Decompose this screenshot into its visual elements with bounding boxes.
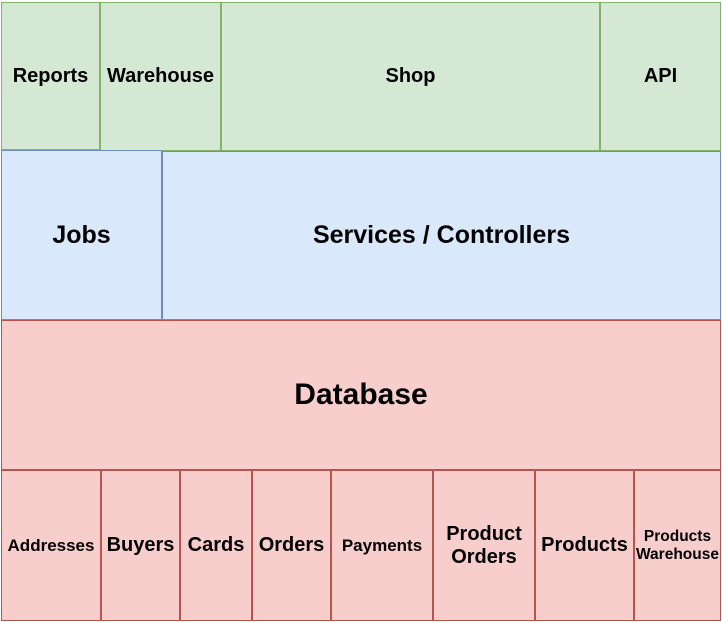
shape-table-orders: Orders	[252, 470, 331, 621]
shape-table-addresses: Addresses	[1, 470, 101, 621]
shape-table-products: Products	[535, 470, 634, 621]
shape-api: API	[600, 2, 721, 151]
shape-services-controllers-label: Services / Controllers	[312, 221, 571, 250]
shape-table-cards: Cards	[180, 470, 252, 621]
shape-warehouse: Warehouse	[100, 2, 221, 151]
shape-table-products-label: Products	[541, 534, 628, 556]
shape-database-label: Database	[294, 377, 428, 411]
shape-table-payments: Payments	[331, 470, 433, 621]
shape-shop-label: Shop	[385, 65, 436, 87]
shape-table-cards-label: Cards	[187, 534, 245, 556]
shape-warehouse-label: Warehouse	[106, 65, 215, 87]
shape-reports: Reports	[1, 2, 100, 150]
shape-table-product-orders: Product Orders	[433, 470, 535, 621]
shape-table-product-orders-label: Product Orders	[446, 522, 522, 568]
shape-jobs-label: Jobs	[52, 220, 111, 249]
shape-table-orders-label: Orders	[258, 534, 325, 556]
shape-shop: Shop	[221, 2, 600, 151]
shape-jobs: Jobs	[1, 150, 162, 320]
shape-reports-label: Reports	[12, 64, 89, 87]
shape-api-label: API	[643, 65, 678, 87]
shape-table-payments-label: Payments	[341, 535, 423, 555]
shape-table-buyers: Buyers	[101, 470, 180, 621]
shape-table-products-warehouse-label: Products Warehouse	[636, 527, 719, 563]
shape-table-products-warehouse: Products Warehouse	[634, 470, 721, 621]
shape-table-buyers-label: Buyers	[106, 534, 175, 556]
shape-services-controllers: Services / Controllers	[162, 151, 721, 320]
shape-table-addresses-label: Addresses	[7, 535, 95, 555]
shape-database: Database	[1, 320, 721, 470]
